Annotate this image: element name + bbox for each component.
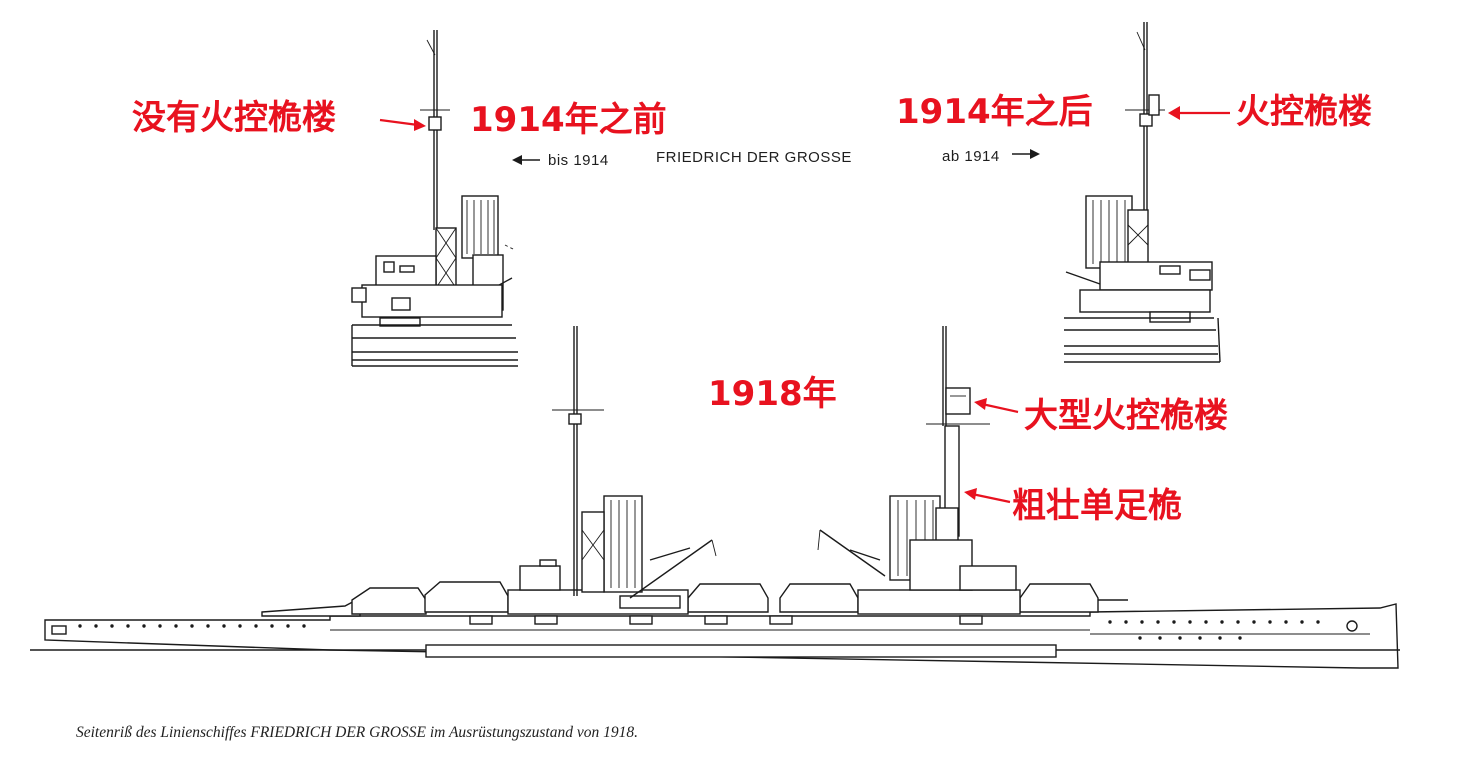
turret-b — [424, 581, 509, 613]
arrow-large-fire-control-top — [974, 398, 987, 410]
inset-after-1914 — [1064, 22, 1221, 363]
label-sturdy-pole-mast: 粗壮单足桅 — [1012, 486, 1182, 526]
label-before-1914: 1914年之前 — [470, 100, 667, 140]
period-arrows — [512, 149, 1040, 165]
label-bis-1914: bis 1914 — [548, 152, 609, 169]
label-ab-1914: ab 1914 — [942, 148, 1000, 165]
armor-belt — [425, 644, 1057, 658]
aft-crane — [629, 539, 713, 599]
ship-hull — [44, 603, 1399, 669]
label-large-fire-control-top: 大型火控桅楼 — [1024, 396, 1228, 436]
boat — [619, 595, 681, 609]
turret-d — [779, 583, 859, 613]
arrow-no-fire-control-top — [414, 119, 426, 131]
figure-caption: Seitenriß des Linienschiffes FRIEDRICH D… — [76, 724, 638, 741]
label-year-1918: 1918年 — [708, 374, 837, 414]
anchor-hawse — [1346, 620, 1358, 632]
arrow-left-bis-1914 — [512, 155, 522, 165]
turret-a — [351, 587, 427, 615]
fore-crane — [819, 529, 886, 577]
inset-before-1914 — [351, 30, 518, 367]
ship-1918 — [30, 326, 1400, 669]
annotation-arrows — [379, 106, 1230, 504]
portholes — [78, 620, 1320, 640]
arrow-right-ab-1914 — [1030, 149, 1040, 159]
inset1-lattice — [435, 227, 457, 289]
arrow-sturdy-pole-mast — [964, 488, 977, 500]
inset2-fire-control-top — [1148, 94, 1160, 116]
label-fire-control-top: 火控桅楼 — [1236, 92, 1372, 132]
turret-e — [1019, 583, 1099, 613]
large-fire-control-top — [945, 387, 971, 415]
label-no-fire-control-top: 没有火控桅楼 — [132, 98, 336, 138]
turret-c — [687, 583, 769, 613]
label-after-1914: 1914年之后 — [896, 92, 1093, 132]
label-ship-name: FRIEDRICH DER GROSSE — [656, 149, 852, 166]
aft-bridge-tower — [603, 495, 643, 593]
arrow-fire-control-top — [1168, 106, 1180, 120]
inset1-small-mast-fitting — [428, 116, 442, 131]
